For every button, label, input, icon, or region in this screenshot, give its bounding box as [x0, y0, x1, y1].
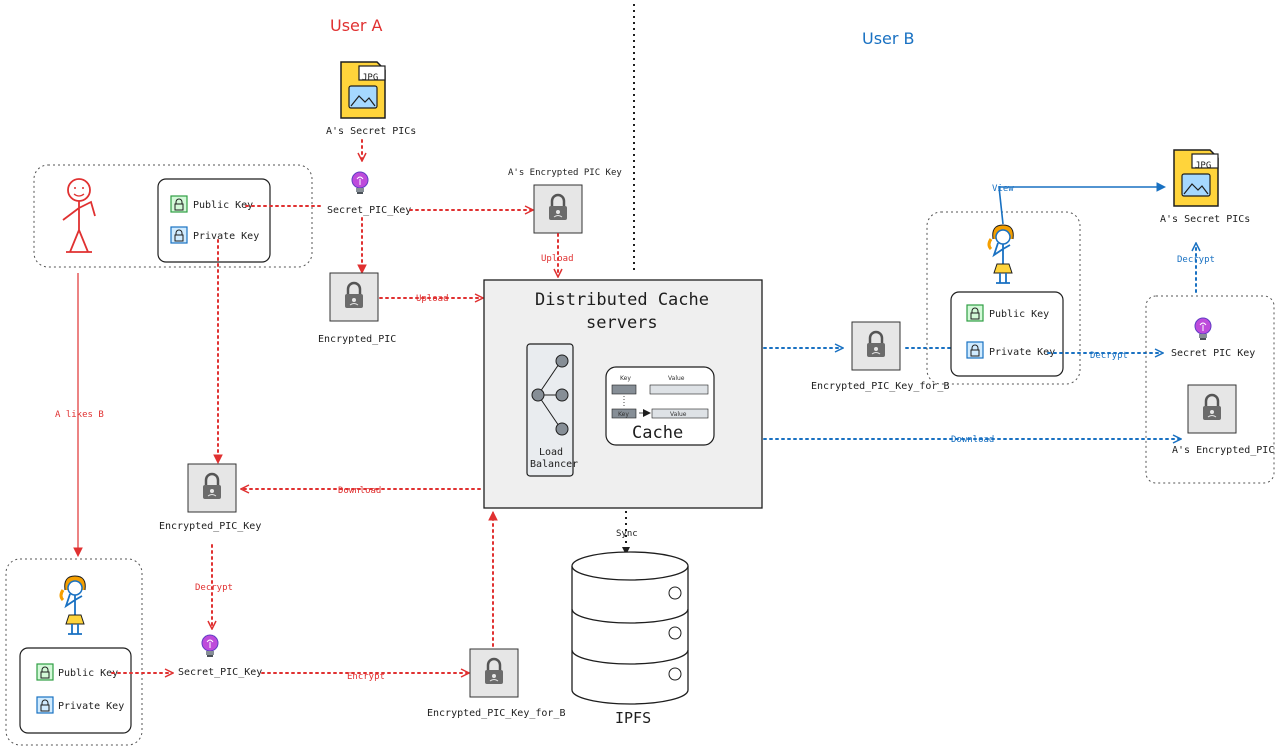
user-a-header: User A [330, 16, 383, 35]
user-b-decrypt-box [1145, 295, 1275, 484]
cache-value-col-label: Value [668, 375, 685, 382]
distributed-cache-title-1: Distributed Cache [535, 290, 709, 310]
ipfs-label: IPFS [615, 709, 651, 727]
public-key-label: Public Key [193, 200, 253, 211]
load-balancer-label-2: Balancer [530, 459, 578, 470]
lock-icon [186, 462, 238, 514]
upload-key-label: Upload [541, 254, 574, 264]
jpg-file-icon: JPG [340, 61, 386, 119]
public-key-icon [170, 195, 188, 213]
private-key-b-label: Private Key [989, 347, 1055, 358]
database-icon [571, 551, 689, 705]
girl-figure-icon [59, 574, 87, 636]
bulb-key-icon [1194, 317, 1212, 341]
public-key-b-label: Public Key [989, 309, 1049, 320]
user-a-keys-box [157, 178, 271, 263]
public-key-icon [36, 663, 54, 681]
cache-title: Cache [632, 423, 683, 443]
encrypted-pic-key-for-b-bottom-label: Encrypted_PIC_Key_for_B [427, 708, 565, 719]
lock-icon [1186, 383, 1238, 435]
jpg-tag-label: JPG [362, 73, 378, 83]
cache-key-col-label: Key [620, 375, 631, 382]
private-key-label: Private Key [193, 231, 259, 242]
decrypt-left-label: Decrypt [195, 583, 233, 593]
user-b-bottom-keys-box [19, 647, 132, 734]
user-b-header: User B [862, 29, 915, 48]
cache-key-cell [611, 408, 637, 419]
load-balancer-graph-icon [531, 354, 569, 436]
public-key-b-bottom-label: Public Key [58, 668, 118, 679]
jpg-file-icon: JPG [1173, 149, 1219, 207]
stick-figure-icon [62, 178, 96, 253]
lock-icon [532, 183, 584, 235]
jpg-tag-label: JPG [1195, 161, 1211, 171]
a-secret-pics-label: A's Secret PICs [326, 126, 416, 137]
private-key-b-bottom-label: Private Key [58, 701, 124, 712]
sync-label: Sync [616, 529, 638, 539]
cache-key-row-label: Key [618, 411, 629, 418]
a-secret-pics-right-label: A's Secret PICs [1160, 214, 1250, 225]
user-b-box [926, 211, 1081, 385]
view-label: View [992, 184, 1014, 194]
load-balancer-label-1: Load [539, 447, 563, 458]
encrypted-pic-key-for-b-right-label: Encrypted_PIC_Key_for_B [811, 381, 949, 392]
arrow-view [998, 187, 1164, 225]
a-encrypted-pic-key-label: A's Encrypted PIC Key [508, 168, 622, 178]
secret-pic-key-label: Secret_PIC_Key [327, 205, 411, 216]
lock-icon [328, 271, 380, 323]
bulb-key-icon [351, 171, 369, 195]
cache-key-cell [611, 384, 637, 395]
encrypted-pic-key-label: Encrypted_PIC_Key [159, 521, 261, 532]
bulb-key-icon [201, 634, 219, 658]
encrypt-label: Encrypt [347, 672, 385, 682]
upload-pic-label: Upload [416, 294, 449, 304]
a-likes-b-label: A likes B [55, 410, 104, 420]
secret-pic-key-bottom-label: Secret_PIC_Key [178, 667, 262, 678]
download-right-label: Download [951, 435, 994, 445]
public-key-icon [966, 304, 984, 322]
cache-value-row-label: Value [670, 411, 687, 418]
private-key-icon [966, 341, 984, 359]
cache-value-cell [651, 408, 709, 419]
load-balancer-box [526, 343, 574, 477]
encrypted-pic-label: Encrypted_PIC [318, 334, 396, 345]
download-left-label: Download [338, 486, 381, 496]
user-a-box [33, 164, 313, 268]
lock-icon [468, 647, 520, 699]
decrypt-right-label: Decrypt [1090, 351, 1128, 361]
private-key-icon [36, 696, 54, 714]
secret-pic-key-right-label: Secret PIC Key [1171, 348, 1255, 359]
private-key-icon [170, 226, 188, 244]
a-encrypted-pic-label: A's Encrypted_PIC [1172, 445, 1274, 456]
girl-figure-icon [987, 223, 1015, 285]
decrypt-up-label: Decrypt [1177, 255, 1215, 265]
cache-value-cell [649, 384, 709, 395]
distributed-cache-title-2: servers [586, 313, 658, 333]
lock-icon [850, 320, 902, 372]
